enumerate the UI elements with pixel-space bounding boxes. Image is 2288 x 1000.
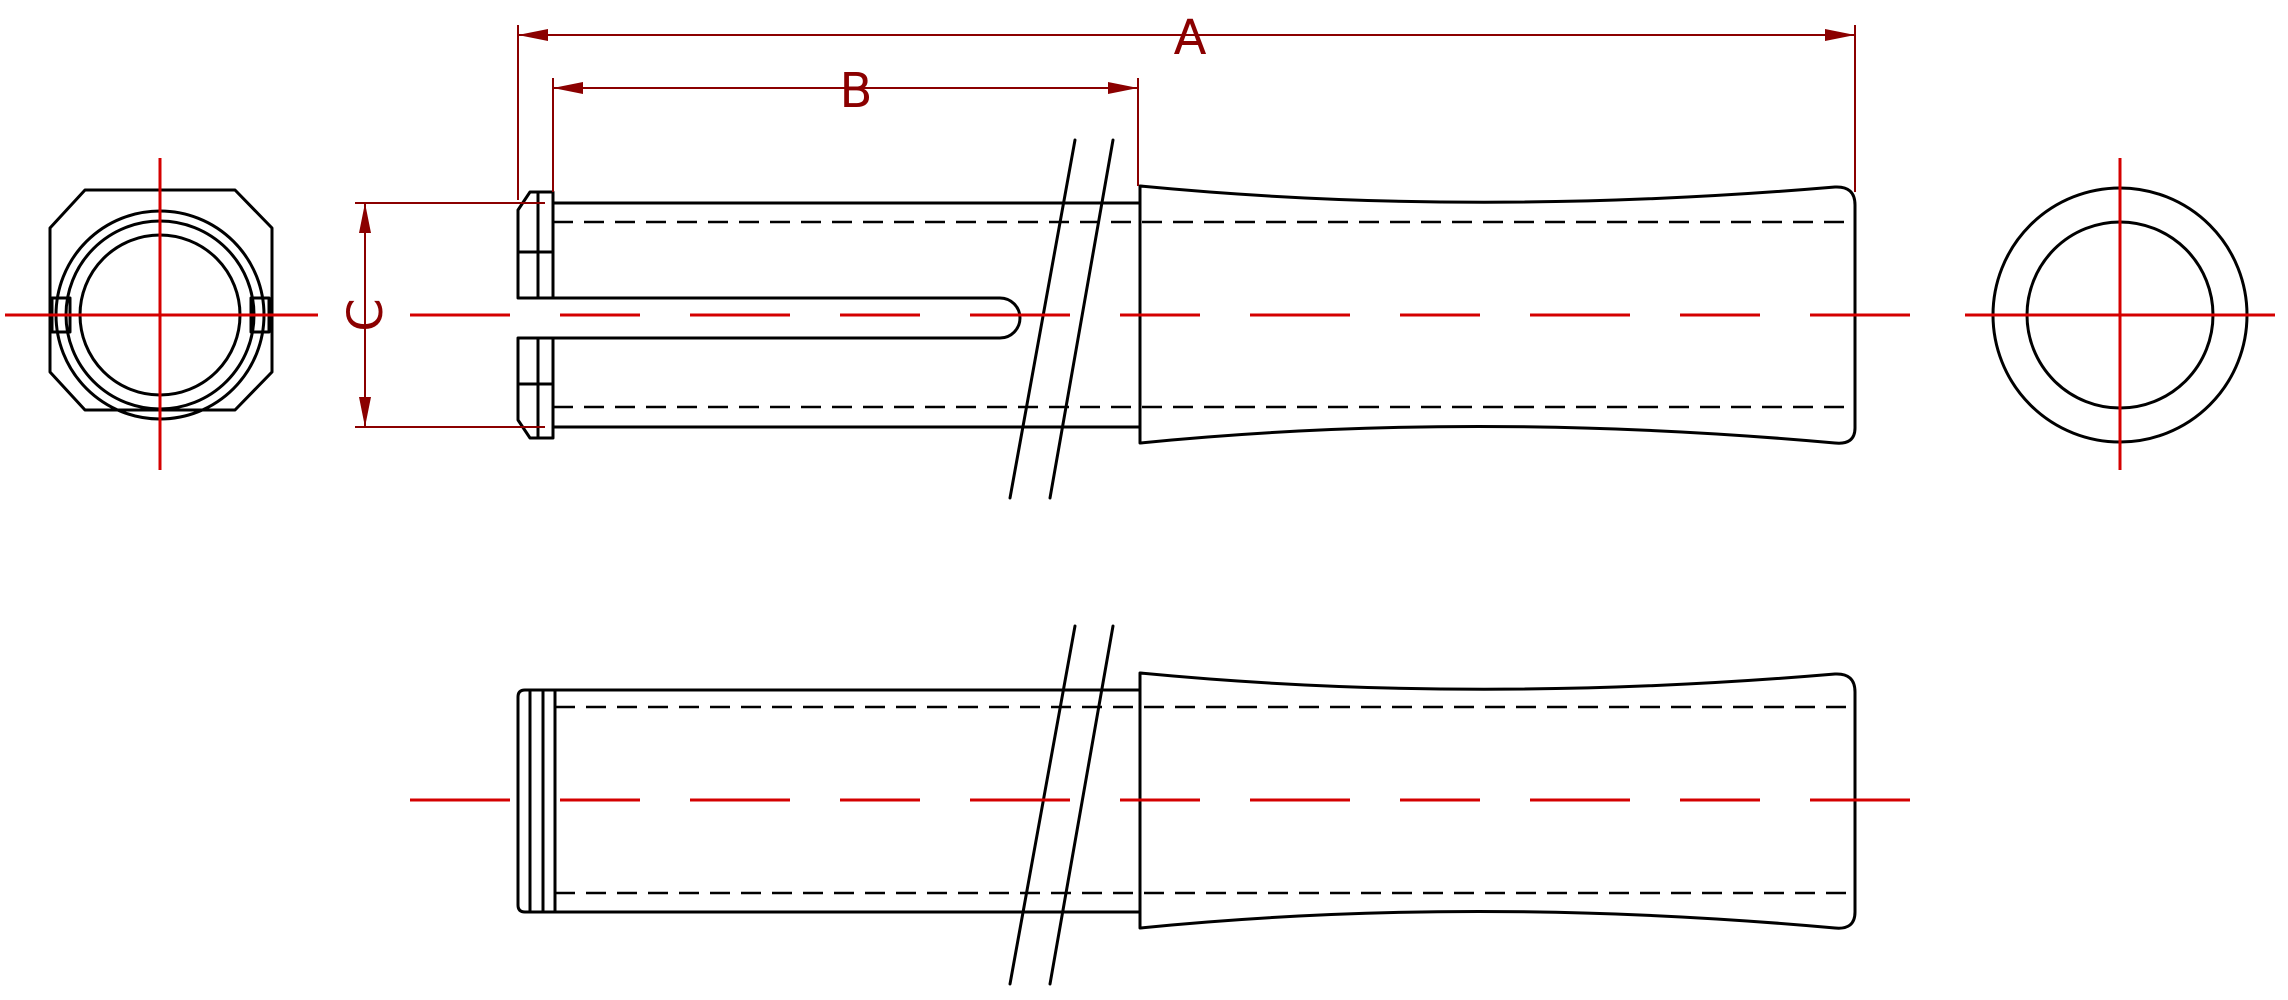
dimension-c: C (338, 202, 545, 428)
dimension-c-label: C (338, 298, 394, 332)
bottom-side-view (410, 624, 1935, 986)
dimension-b: B (552, 63, 1139, 192)
top-side-view (410, 138, 1935, 500)
right-end-view (1965, 158, 2275, 470)
dimension-b-label: B (840, 63, 873, 119)
dimension-a: A (517, 10, 1856, 200)
left-end-view (5, 158, 318, 470)
dimension-a-label: A (1174, 10, 1207, 66)
